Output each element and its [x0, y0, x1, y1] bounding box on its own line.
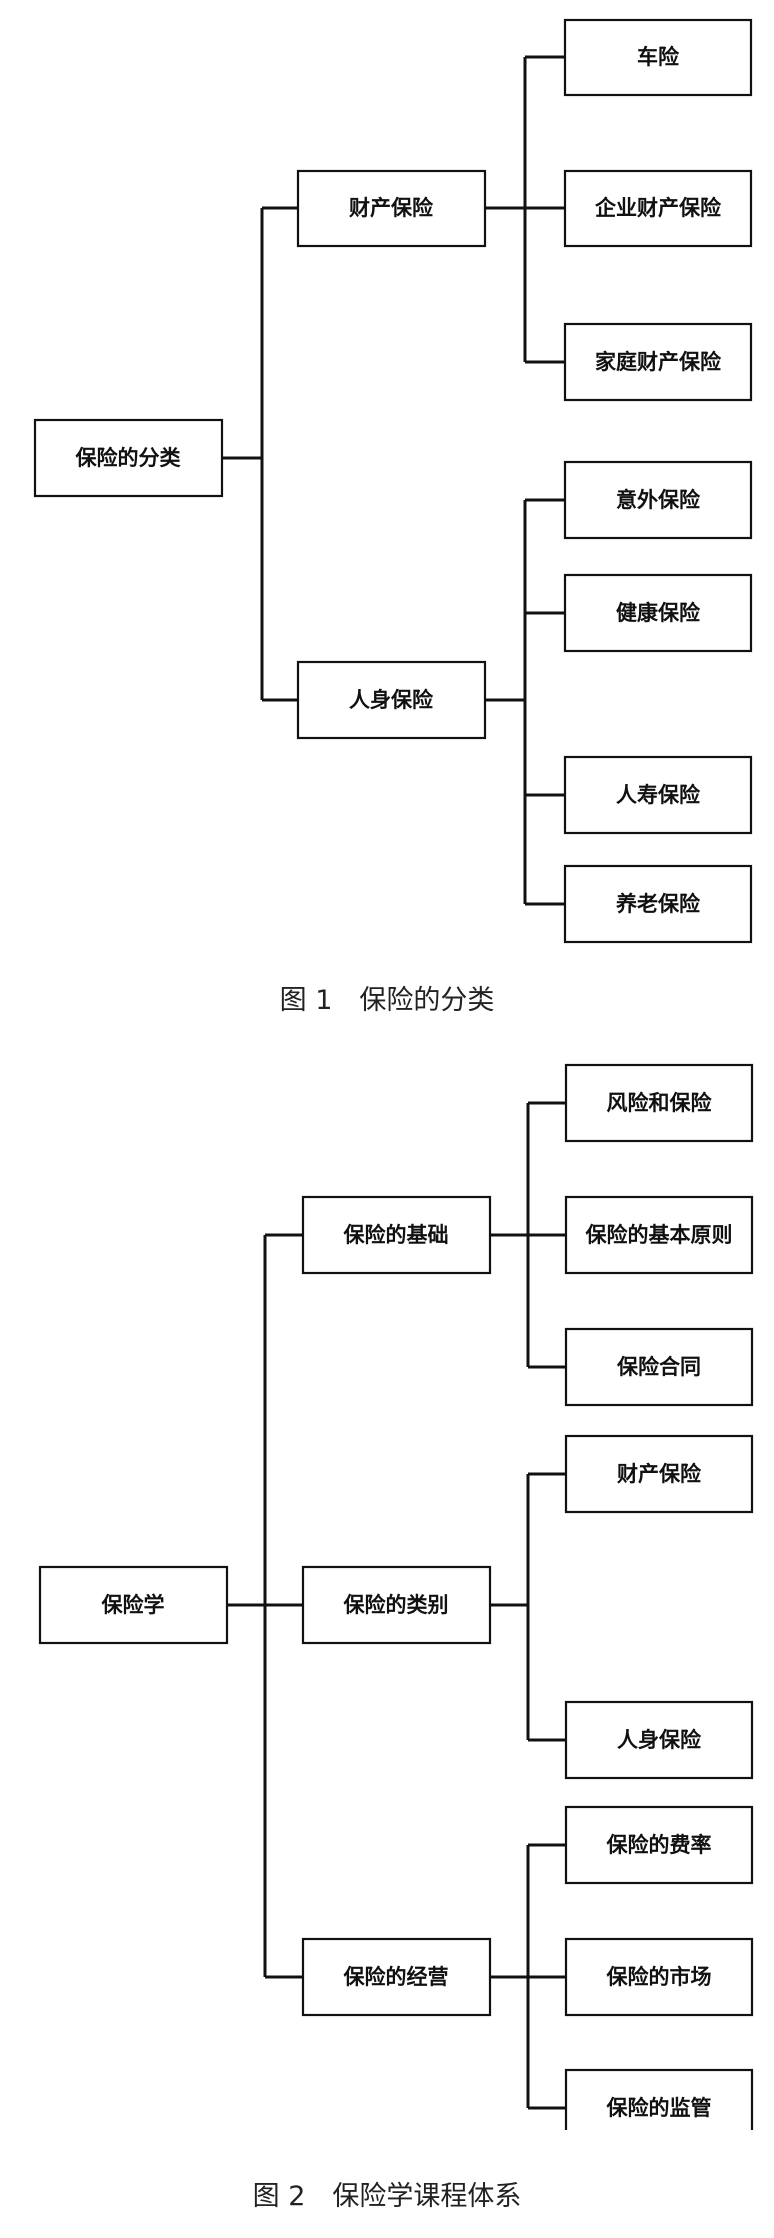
f1-branch-label-2: 人身保险 — [349, 688, 434, 712]
f1-branch-label-1: 财产保险 — [349, 196, 434, 220]
f1-leaf-node: 养老保险 — [563, 864, 753, 944]
f2-leaf-label: 保险合同 — [616, 1355, 701, 1379]
figure-2-caption: 图 2 保险学课程体系 — [252, 2181, 522, 2212]
f2-branch-node-2: 保险的类别 — [301, 1565, 492, 1645]
f2-leaf-node: 保险的基本原则 — [564, 1195, 754, 1275]
f1-leaf-node: 家庭财产保险 — [563, 322, 753, 402]
f2-leaf-label: 保险的基本原则 — [585, 1223, 733, 1247]
f1-leaf-label: 意外保险 — [616, 488, 701, 512]
figure-2-tree-diagram: 保险学 保险的基础 保险的类别 保险的经营 风险和保险 保险的基本原则 保险合同… — [38, 1063, 754, 2130]
figure-1-caption: 图 1 保险的分类 — [279, 985, 495, 1016]
f2-leaf-node: 风险和保险 — [564, 1063, 754, 1143]
f1-leaf-label: 家庭财产保险 — [595, 350, 722, 374]
f2-leaf-node: 保险的市场 — [564, 1937, 754, 2017]
f1-leaf-node: 意外保险 — [563, 460, 753, 540]
figure-1-tree-diagram: 保险的分类 财产保险 人身保险 车险 企业财产保险 家庭财产保险 意外保险 健康… — [33, 18, 753, 944]
f2-branch-label-3: 保险的经营 — [343, 1965, 449, 1989]
f2-leaf-label: 财产保险 — [617, 1462, 702, 1486]
f1-root-label: 保险的分类 — [75, 446, 182, 470]
f2-branch-node-3: 保险的经营 — [301, 1937, 492, 2017]
f1-leaf-label: 养老保险 — [615, 892, 701, 916]
f1-leaf-label: 人寿保险 — [616, 783, 701, 807]
f2-leaf-label: 保险的费率 — [606, 1833, 712, 1857]
f1-leaf-node: 企业财产保险 — [563, 169, 753, 248]
f2-leaf-node: 保险的监管 — [564, 2068, 754, 2130]
f1-branch-node-2: 人身保险 — [296, 660, 487, 740]
f2-leaf-node: 财产保险 — [564, 1434, 754, 1514]
f1-leaf-node: 车险 — [563, 18, 753, 97]
f2-leaf-node: 人身保险 — [564, 1700, 754, 1780]
f1-leaf-node: 人寿保险 — [563, 755, 753, 835]
f2-leaf-label: 保险的市场 — [606, 1965, 712, 1989]
f2-root-node: 保险学 — [38, 1565, 229, 1645]
f2-leaf-node: 保险的费率 — [564, 1805, 754, 1885]
f2-leaf-label: 风险和保险 — [607, 1091, 713, 1115]
f2-leaf-label: 人身保险 — [617, 1728, 702, 1752]
f1-leaf-label: 企业财产保险 — [594, 196, 722, 220]
f2-leaf-node: 保险合同 — [564, 1327, 754, 1407]
f1-leaf-label: 健康保险 — [616, 601, 701, 625]
f2-branch-node-1: 保险的基础 — [301, 1195, 492, 1275]
f2-root-label: 保险学 — [101, 1593, 165, 1617]
f1-leaf-node: 健康保险 — [563, 573, 753, 653]
f2-leaf-label: 保险的监管 — [606, 2096, 712, 2120]
f2-branch-label-2: 保险的类别 — [343, 1593, 449, 1617]
f2-branch-label-1: 保险的基础 — [343, 1223, 449, 1247]
f1-branch-node-1: 财产保险 — [296, 169, 487, 248]
f1-root-node: 保险的分类 — [33, 418, 224, 498]
f1-leaf-label: 车险 — [637, 45, 680, 69]
